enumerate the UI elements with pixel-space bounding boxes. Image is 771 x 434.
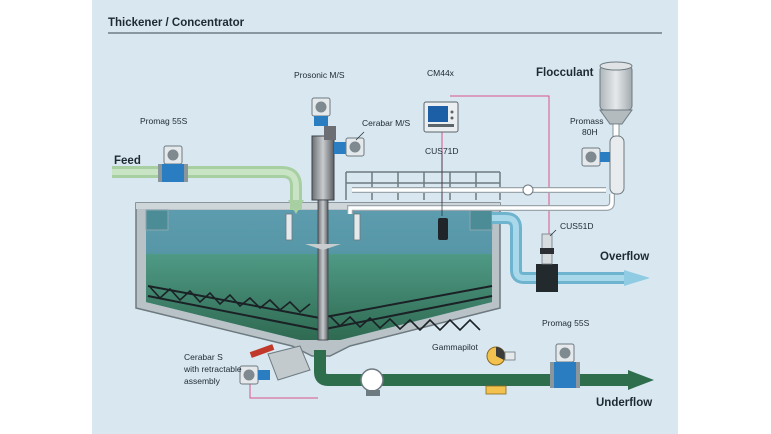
overflow-arrow — [624, 270, 650, 286]
label-underflow: Underflow — [596, 397, 652, 409]
underflow-arrow — [628, 370, 654, 390]
label-promag-right: Promag 55S — [542, 318, 590, 328]
label-flocculant: Flocculant — [536, 67, 594, 79]
label-cerabar-s-line3: assembly — [184, 376, 221, 386]
promass-80h-device — [581, 135, 625, 195]
feed-pipe — [112, 166, 304, 214]
promag-right-device — [550, 343, 580, 388]
overflow-pipe — [492, 212, 650, 292]
leader-lines — [355, 131, 557, 237]
pump-icon — [360, 368, 384, 392]
label-cus51d: CUS51D — [560, 221, 594, 231]
label-promass-line1: Promass — [570, 116, 604, 126]
cus51d-sensor — [540, 233, 554, 265]
promag-left-device — [158, 145, 188, 182]
label-promag-left: Promag 55S — [140, 116, 188, 126]
label-overflow: Overflow — [600, 251, 649, 263]
prosonic-device — [311, 97, 331, 126]
flocculant-tank — [599, 61, 633, 139]
label-prosonic: Prosonic M/S — [294, 70, 345, 80]
label-gammapilot: Gammapilot — [432, 342, 478, 352]
underflow-pipe — [314, 350, 654, 396]
label-cm44x: CM44x — [427, 68, 455, 78]
rake-truss — [147, 285, 493, 332]
bridge-railing — [345, 171, 501, 200]
flocculant-line — [347, 184, 615, 214]
label-cerabar-m: Cerabar M/S — [362, 118, 411, 128]
feed-arrow — [288, 200, 304, 214]
label-promass-line2: 80H — [582, 127, 598, 137]
label-cerabar-s-line2: with retractable — [183, 364, 242, 374]
diagram-title: Thickener / Concentrator — [108, 17, 245, 29]
gammapilot-device — [485, 346, 516, 395]
label-cus71d: CUS71D — [425, 146, 459, 156]
cerabar-m-device — [334, 137, 365, 157]
label-cerabar-s-line1: Cerabar S — [184, 352, 223, 362]
center-shaft — [285, 126, 361, 341]
cus71d-sensor — [438, 218, 448, 240]
cerabar-s-device — [239, 344, 311, 385]
label-feed: Feed — [114, 155, 141, 167]
cm44x-transmitter — [423, 101, 459, 133]
